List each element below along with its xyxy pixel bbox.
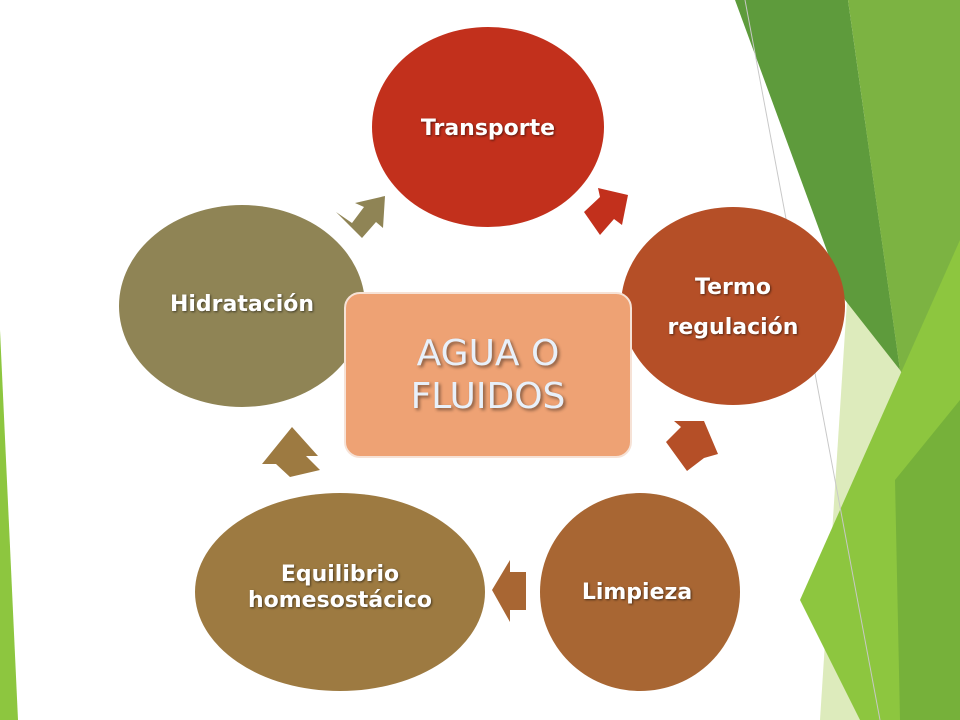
transporte-label: Transporte bbox=[388, 114, 588, 144]
arrow-limpieza-to-equilibrio bbox=[492, 560, 526, 622]
arrow-transporte-to-termo bbox=[584, 188, 628, 235]
termoregulacion-text-line1: Termo bbox=[695, 275, 771, 300]
termoregulacion-label: Termo regulación bbox=[633, 268, 833, 348]
right-green-lower bbox=[895, 400, 960, 720]
arrow-termo-to-limpieza bbox=[666, 421, 718, 471]
node-limpieza[interactable] bbox=[540, 493, 740, 691]
center-text-line2: FLUIDOS bbox=[410, 376, 566, 417]
node-equilibrio[interactable] bbox=[195, 493, 485, 691]
limpieza-text: Limpieza bbox=[581, 580, 693, 605]
node-hidratacion[interactable] bbox=[119, 205, 365, 407]
limpieza-label: Limpieza bbox=[557, 578, 717, 608]
center-label: AGUA O FLUIDOS bbox=[344, 332, 632, 418]
arrow-hidratacion-to-transporte bbox=[336, 196, 385, 238]
node-transporte[interactable] bbox=[372, 27, 604, 227]
hidratacion-label: Hidratación bbox=[137, 290, 347, 320]
equilibrio-text-line2: homesostácico bbox=[247, 588, 433, 613]
center-box[interactable] bbox=[344, 292, 632, 458]
transporte-text: Transporte bbox=[420, 116, 556, 141]
termoregulacion-text-line2: regulación bbox=[667, 315, 799, 340]
equilibrio-text-line1: Equilibrio bbox=[280, 562, 400, 587]
node-termoregulacion[interactable] bbox=[621, 207, 845, 405]
center-text-line1: AGUA O bbox=[416, 333, 560, 374]
left-green-stripe bbox=[0, 330, 18, 720]
equilibrio-label: Equilibrio homesostácico bbox=[230, 562, 450, 614]
arrow-equilibrio-to-hidratacion bbox=[262, 427, 320, 477]
hidratacion-text: Hidratación bbox=[169, 292, 315, 317]
right-dark-green-band bbox=[735, 0, 900, 370]
